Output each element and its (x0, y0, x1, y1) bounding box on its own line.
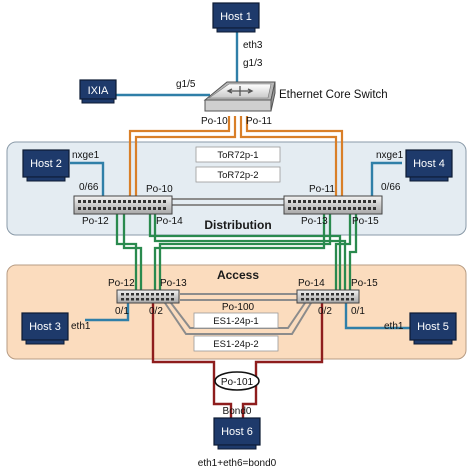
distribution-title: Distribution (204, 218, 271, 232)
es-link-box-2 (193, 335, 279, 352)
dist-right-po-a: Po-13 (301, 216, 328, 227)
access-switch-right[interactable] (296, 289, 360, 304)
access-left-po-b: Po-13 (160, 278, 187, 289)
host6[interactable] (213, 417, 261, 450)
access-peer-link-label: Po-100 (222, 302, 255, 313)
access-left-host-iface: eth1 (71, 321, 91, 332)
tor-link-label-1: ToR72p-1 (217, 150, 258, 161)
access-right-port-host: 0/1 (351, 306, 365, 317)
access-right-po-a: Po-14 (298, 278, 325, 289)
es-link-box-1 (193, 312, 279, 329)
bond-po-label: Po-101 (221, 377, 254, 388)
es-link-label-2: ES1-24p-2 (213, 339, 258, 350)
host1-label: Host 1 (220, 11, 252, 23)
link-access-host3 (85, 303, 130, 322)
core-port-ixia-label: g1/5 (176, 79, 196, 90)
host5-label: Host 5 (417, 321, 449, 333)
host3-label: Host 3 (29, 321, 61, 333)
es-link-label-1: ES1-24p-1 (213, 316, 258, 327)
host2-label: Host 2 (30, 158, 62, 170)
dist-left-po-up: Po-10 (146, 184, 173, 195)
host1[interactable] (212, 2, 260, 33)
host5[interactable] (409, 312, 457, 345)
ixia-device[interactable] (79, 79, 117, 104)
bond-po-ellipse (214, 371, 260, 391)
host4[interactable] (405, 149, 453, 182)
core-switch[interactable] (203, 81, 276, 112)
core-po-right-label: Po-11 (246, 116, 272, 127)
core-port-host1-label: g1/3 (243, 58, 263, 69)
dist-right-po-up: Po-11 (309, 184, 335, 195)
ixia-label: IXIA (88, 85, 109, 97)
core-switch-label: Ethernet Core Switch (279, 89, 388, 101)
dist-left-po-a: Po-12 (82, 216, 109, 227)
access-switch-left[interactable] (116, 289, 180, 304)
dist-left-host-iface: nxge1 (72, 150, 100, 161)
access-left-po-a: Po-12 (108, 278, 135, 289)
dist-right-host-port: 0/66 (381, 182, 401, 193)
dist-right-po-b: Po-15 (352, 216, 379, 227)
link-access-host5 (344, 303, 410, 330)
tor-link-box-1 (195, 146, 281, 163)
tor-switch-left[interactable] (73, 195, 173, 215)
link-tor-peers (170, 198, 285, 206)
link-host2-dist (70, 161, 105, 196)
tor-link-box-2 (195, 166, 281, 183)
host3[interactable] (21, 312, 69, 345)
host2[interactable] (22, 149, 70, 182)
access-right-port-bond: 0/2 (318, 306, 332, 317)
access-region (6, 264, 467, 360)
tor-switch-right[interactable] (283, 195, 383, 215)
host1-iface-label: eth3 (243, 40, 263, 51)
link-core-dist-right (239, 116, 344, 206)
dist-left-host-port: 0/66 (79, 182, 99, 193)
link-dist-access (115, 214, 358, 292)
tor-link-label-2: ToR72p-2 (217, 170, 258, 181)
link-host4-dist (370, 161, 402, 196)
link-core-dist-left (128, 116, 237, 206)
dist-left-po-b: Po-14 (156, 216, 183, 227)
access-left-port-bond: 0/2 (149, 306, 163, 317)
access-title: Access (217, 268, 259, 282)
bond-iface-label: Bond0 (223, 406, 252, 417)
host4-label: Host 4 (413, 158, 445, 170)
host6-label: Host 6 (221, 426, 253, 438)
access-left-port-host: 0/1 (115, 306, 129, 317)
access-right-po-b: Po-15 (351, 278, 378, 289)
bond-note-label: eth1+eth6=bond0 (198, 458, 277, 469)
core-po-left-label: Po-10 (201, 116, 228, 127)
access-right-host-iface: eth1 (384, 321, 404, 332)
dist-right-host-iface: nxge1 (376, 150, 404, 161)
